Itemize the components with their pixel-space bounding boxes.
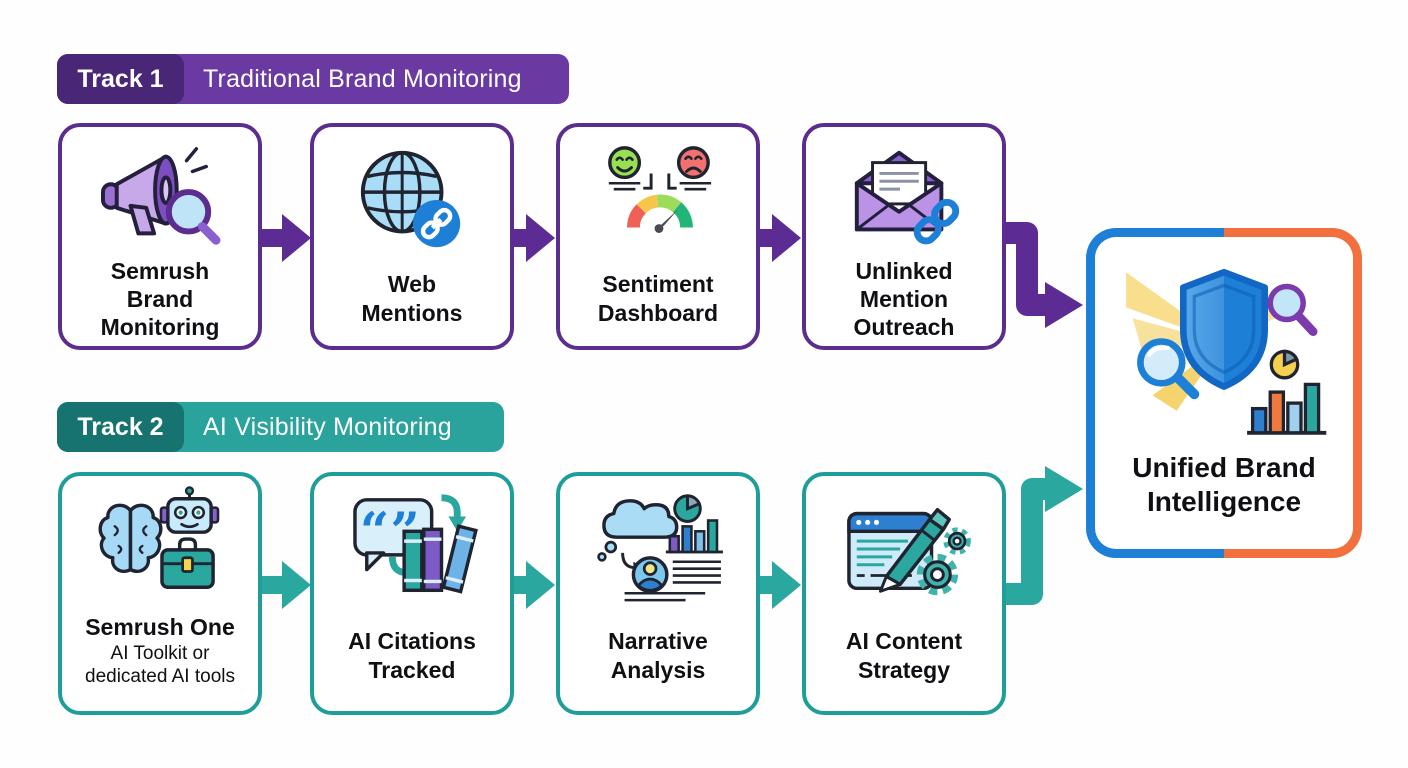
cloud-analytics-icon: [584, 488, 732, 610]
step-label: Semrush One AI Toolkit or dedicated AI t…: [67, 600, 253, 711]
step-semrush-brand-monitoring: Semrush Brand Monitoring: [58, 123, 262, 350]
step-label: Sentiment Dashboard: [597, 271, 719, 326]
track2-badge: Track 2: [57, 402, 184, 452]
step-label: Semrush Brand Monitoring: [100, 258, 220, 341]
step-label-sub: AI Toolkit or dedicated AI tools: [85, 643, 235, 687]
step-ai-content-strategy: AI Content Strategy: [802, 472, 1006, 715]
svg-text:“: “: [360, 502, 389, 562]
step-sentiment-dashboard: Sentiment Dashboard: [556, 123, 760, 350]
megaphone-magnifier-icon: [86, 139, 234, 257]
editor-gears-icon: [830, 488, 978, 610]
track2-title: AI Visibility Monitoring: [203, 412, 452, 441]
step-label: Web Mentions: [361, 271, 463, 326]
track1-header: Track 1 Traditional Brand Monitoring: [57, 54, 569, 104]
step-label-main: Semrush One: [85, 614, 235, 641]
step-label: Unlinked Mention Outreach: [853, 258, 955, 341]
step-unlinked-mention-outreach: Unlinked Mention Outreach: [802, 123, 1006, 350]
step-label: AI Content Strategy: [845, 628, 963, 683]
shield-analytics-icon: [1116, 243, 1332, 451]
step-semrush-one: Semrush One AI Toolkit or dedicated AI t…: [58, 472, 262, 715]
step-web-mentions: Web Mentions: [310, 123, 514, 350]
sentiment-gauge-icon: [584, 139, 732, 261]
step-label: Narrative Analysis: [608, 628, 708, 683]
track2-header: Track 2 AI Visibility Monitoring: [57, 402, 504, 452]
envelope-link-icon: [830, 139, 978, 257]
step-ai-citations-tracked: “ ” AI Citations Tracked: [310, 472, 514, 715]
result-label: Unified Brand Intelligence: [1132, 452, 1316, 517]
track1-badge: Track 1: [57, 54, 184, 104]
brain-robot-briefcase-icon: [86, 486, 234, 600]
step-narrative-analysis: Narrative Analysis: [556, 472, 760, 715]
globe-link-icon: [338, 139, 486, 261]
track1-title: Traditional Brand Monitoring: [203, 64, 522, 93]
step-label: AI Citations Tracked: [348, 628, 476, 683]
result-box-unified-brand-intelligence: Unified Brand Intelligence: [1086, 228, 1362, 558]
quote-books-icon: “ ”: [338, 488, 486, 610]
